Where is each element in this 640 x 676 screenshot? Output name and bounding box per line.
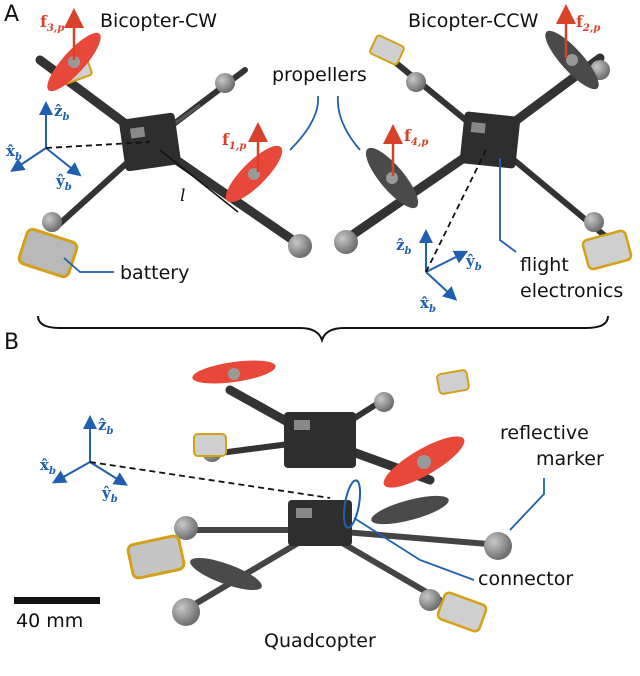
battery-small [193, 433, 227, 457]
x-axis-arrow [51, 461, 91, 484]
reflective-marker [419, 589, 441, 611]
reflective-marker [584, 212, 604, 232]
motor [68, 56, 80, 68]
motor [566, 54, 578, 66]
reflective-marker [215, 73, 235, 93]
axis-label-y: ŷb [56, 172, 72, 193]
bicopter-cw [10, 8, 312, 279]
force-label-f1: f1,p [222, 130, 247, 153]
label-propellers: propellers [272, 64, 367, 86]
axis-label-x: x̂b [6, 142, 22, 163]
axis-label-z: ẑb [396, 236, 412, 257]
battery [126, 534, 186, 580]
propeller [190, 557, 262, 591]
battery [436, 591, 488, 633]
reflective-marker [172, 598, 200, 626]
group-brace [37, 315, 609, 344]
x-axis-arrow [10, 147, 47, 172]
title-quadcopter: Quadcopter [264, 630, 376, 652]
reflective-marker-pointer [509, 478, 545, 531]
title-bicopter-ccw: Bicopter-CCW [408, 10, 539, 32]
reflective-marker [288, 234, 312, 258]
flight-electronics-pointer [499, 158, 517, 253]
battery-pointer [63, 257, 114, 273]
label-arm-length: l [180, 186, 186, 206]
arm-length-line [159, 149, 239, 213]
chip [129, 126, 146, 139]
battery-small [436, 369, 470, 395]
frame-offset-dashed [45, 141, 151, 149]
axis-label-y: ŷb [102, 484, 118, 505]
label-reflective: reflective [500, 422, 589, 444]
chip [294, 420, 310, 430]
bicopter-ccw [334, 4, 633, 301]
label-connector: connector [478, 568, 574, 590]
motor [386, 172, 398, 184]
battery-small [369, 34, 405, 66]
propellers-pointer-left [289, 95, 319, 151]
propeller [371, 495, 449, 525]
x-axis-arrow [425, 271, 458, 301]
axis-label-x: x̂b [420, 294, 436, 315]
title-bicopter-cw: Bicopter-CW [100, 10, 218, 32]
bottom-flight-electronics-board [288, 500, 352, 546]
axis-label-z: ẑb [98, 416, 114, 437]
label-battery: battery [120, 262, 190, 284]
frame-offset-dashed [425, 149, 487, 273]
y-axis-arrow [425, 250, 469, 273]
y-axis-arrow [45, 147, 82, 177]
axis-label-y: ŷb [466, 252, 482, 273]
battery [581, 229, 633, 271]
connector-pointer [353, 517, 475, 581]
reflective-marker [484, 532, 512, 560]
reflective-marker [406, 72, 426, 92]
propellers-pointer-right [337, 95, 361, 151]
label-electronics: electronics [520, 280, 624, 302]
reflective-marker [334, 230, 358, 254]
panel-label-b: B [4, 330, 20, 355]
reflective-marker [42, 212, 62, 232]
panel-label-a: A [4, 2, 20, 27]
battery [17, 227, 79, 279]
scale-bar [14, 597, 100, 604]
quadcopter [51, 360, 545, 633]
label-marker: marker [536, 448, 604, 470]
axis-label-x: x̂b [40, 456, 56, 477]
chip [296, 508, 312, 518]
label-flight: flight [520, 254, 569, 276]
chip [470, 121, 486, 134]
frame-offset-dashed [89, 461, 331, 499]
axis-label-z: ẑb [54, 102, 70, 123]
label-scale-bar: 40 mm [16, 610, 84, 632]
y-axis-arrow [89, 461, 128, 486]
reflective-marker [374, 392, 394, 412]
force-label-f4: f4,p [404, 126, 429, 149]
force-label-f3: f3,p [40, 12, 65, 35]
reflective-marker [174, 516, 198, 540]
motor [228, 368, 240, 380]
connector-highlight [342, 479, 362, 529]
force-label-f2: f2,p [576, 12, 601, 35]
flight-electronics-board [459, 111, 521, 169]
motor [417, 455, 431, 469]
